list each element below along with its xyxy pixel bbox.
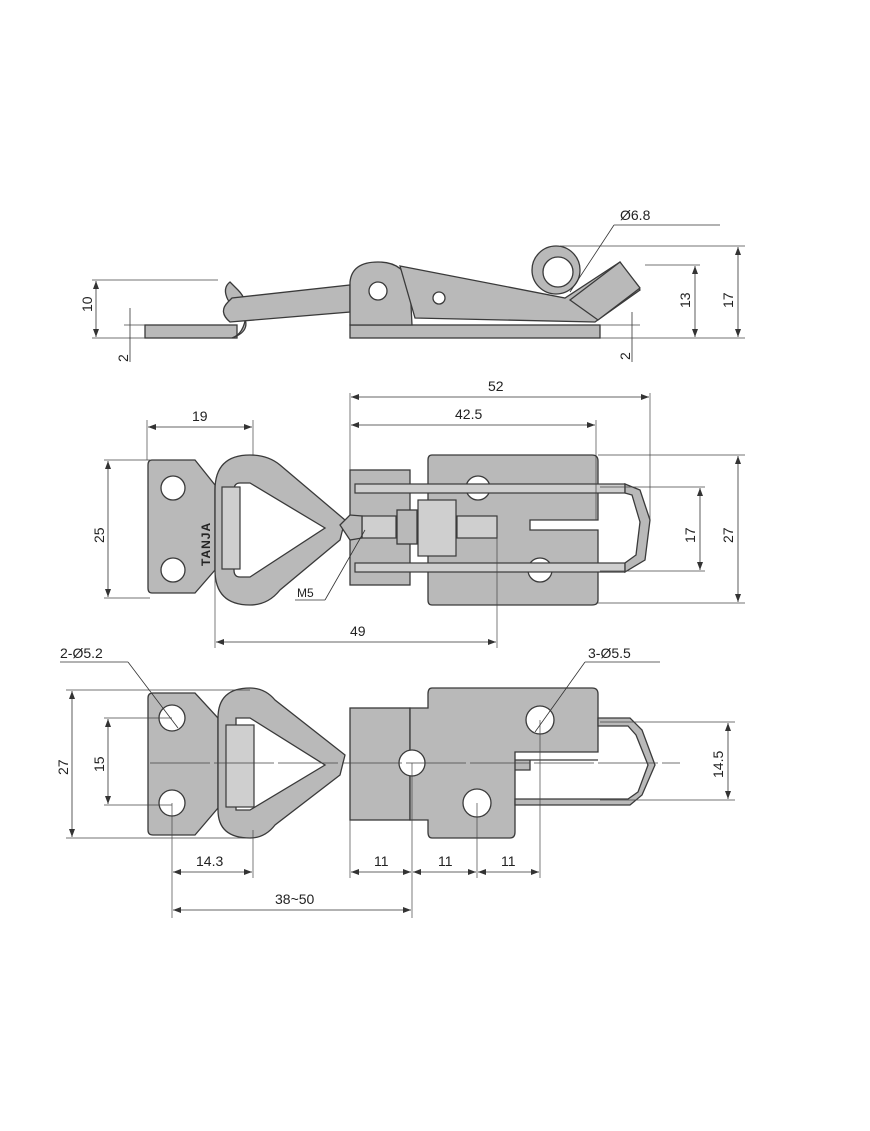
screw-thread-2: [456, 515, 498, 539]
dim-reach: 49: [350, 623, 366, 639]
hinge-pin-hole: [368, 281, 388, 301]
bottom-view: 27 15 14.5 14.3 11 11 11 38~50 2-Ø5.2 3-…: [55, 645, 735, 918]
lever-rivet: [432, 291, 446, 305]
dim-strike-height-bottom: 27: [55, 759, 71, 775]
dim-total-length: 52: [488, 378, 504, 394]
strike-plate-side: [144, 324, 238, 339]
dim-bail-width: 17: [682, 527, 698, 543]
dim-strike-hole-spacing: 15: [91, 756, 107, 772]
strike-bar-bottom: [225, 724, 255, 808]
bail-arm-upper: [354, 483, 626, 494]
screw-thread-1: [361, 515, 397, 539]
dim-bail-length: 42.5: [455, 406, 482, 422]
nut: [396, 509, 418, 545]
dim-pitch-2: 11: [438, 853, 453, 869]
base-holes-callout: 3-Ø5.5: [588, 645, 631, 661]
screw-end: [339, 514, 363, 541]
thread-label: M5: [297, 586, 314, 600]
dim-base-width: 27: [720, 527, 736, 543]
lever-tip-side: [568, 261, 641, 321]
dim-pitch-3: 11: [501, 853, 516, 869]
strike-hole-top-2: [160, 557, 186, 583]
brand-mark: TANJA: [199, 522, 213, 566]
strike-holes-callout: 2-Ø5.2: [60, 645, 103, 661]
dim-pitch-1: 11: [374, 853, 389, 869]
trunnion: [417, 499, 457, 557]
bail-bend: [624, 483, 651, 574]
strike-bar-top: [221, 486, 241, 570]
dim-strike-height: 25: [91, 527, 107, 543]
rod-side: [222, 284, 351, 323]
base-plate-side: [349, 324, 601, 339]
pull-ring-hole: [542, 256, 574, 288]
side-view: 10 2 2 13 17 Ø6.8: [79, 207, 745, 362]
bail-arm-lower: [354, 562, 626, 573]
dim-total-height: 17: [720, 292, 736, 308]
dim-lever-height: 13: [677, 292, 693, 308]
dim-strike-width: 19: [192, 408, 208, 424]
dim-plate-thickness-right: 2: [617, 352, 633, 360]
wire-loop-inner: [233, 482, 327, 578]
dim-strike-offset: 14.3: [196, 853, 223, 869]
dim-ring-diameter: Ø6.8: [620, 207, 651, 223]
top-view: TANJA 52 42.5 19 25 17: [91, 378, 745, 648]
dim-bail-span: 14.5: [710, 751, 726, 778]
strike-hole-top-1: [160, 475, 186, 501]
dim-plate-thickness-left: 2: [115, 354, 131, 362]
dim-hook-height: 10: [79, 296, 95, 312]
bail-bottom: [514, 717, 656, 806]
dim-adjust-range: 38~50: [275, 891, 315, 907]
